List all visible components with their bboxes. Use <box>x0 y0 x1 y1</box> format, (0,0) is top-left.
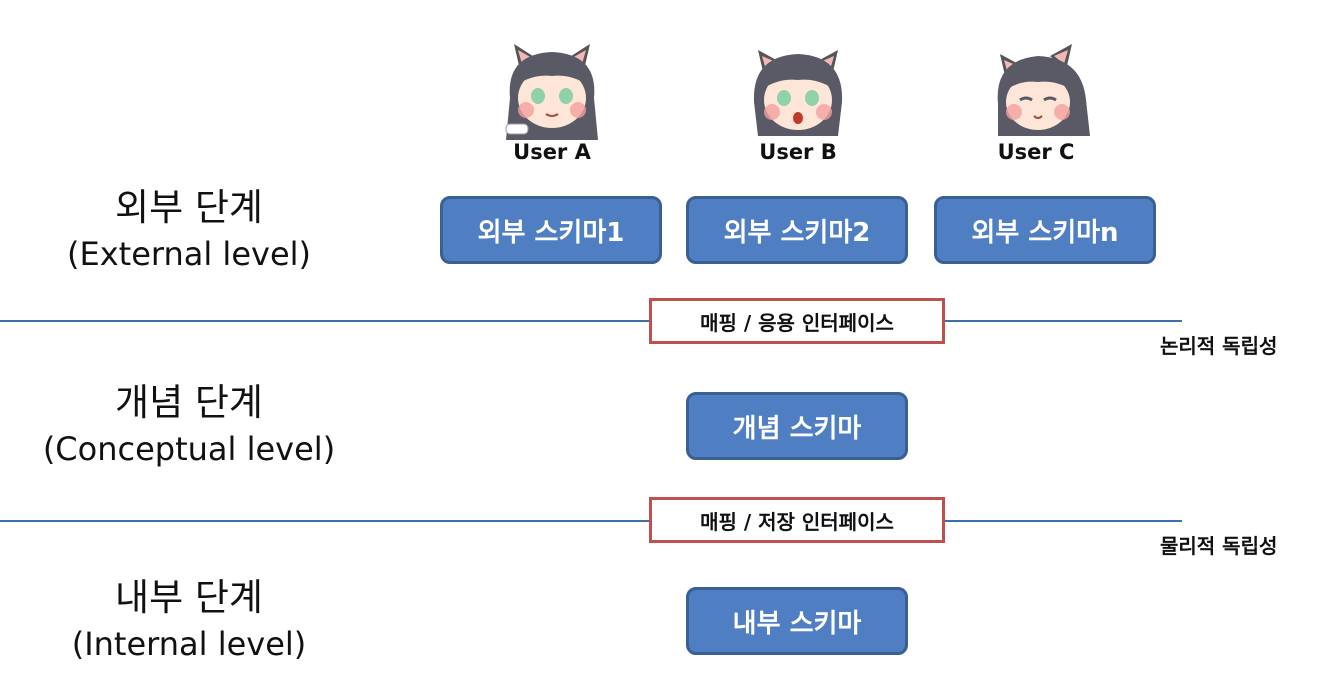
physical-divider <box>0 520 1182 522</box>
external-level-en: (External level) <box>67 235 311 273</box>
cat-girl-avatar-icon <box>753 50 843 136</box>
cat-girl-avatar-icon <box>505 44 598 140</box>
internal-level-ko: 내부 단계 <box>115 576 263 619</box>
logical-divider <box>0 320 1182 322</box>
logical-independence-label: 논리적 독립성 <box>1160 334 1278 358</box>
conceptual-level-en: (Conceptual level) <box>42 430 336 468</box>
conceptual-level-ko: 개념 단계 <box>115 381 263 424</box>
mapping-app-interface: 매핑 / 응용 인터페이스 <box>649 298 945 344</box>
external-schema-n: 외부 스키마n <box>934 196 1156 264</box>
user-b-label: User B <box>759 140 837 164</box>
internal-level-en: (Internal level) <box>71 625 307 663</box>
external-schema-2: 외부 스키마2 <box>686 196 908 264</box>
user-a: User A <box>462 40 642 164</box>
cat-girl-avatar-icon <box>997 44 1090 136</box>
internal-schema: 내부 스키마 <box>686 587 908 655</box>
user-a-label: User A <box>513 140 591 164</box>
internal-level-label: 내부 단계 (Internal level) <box>0 575 378 667</box>
external-level-label: 외부 단계 (External level) <box>0 185 378 277</box>
user-c: User C <box>946 40 1126 164</box>
physical-independence-label: 물리적 독립성 <box>1160 534 1278 558</box>
external-level-ko: 외부 단계 <box>115 186 263 229</box>
user-b: User B <box>708 40 888 164</box>
conceptual-schema: 개념 스키마 <box>686 392 908 460</box>
conceptual-level-label: 개념 단계 (Conceptual level) <box>0 380 378 472</box>
mapping-storage-interface: 매핑 / 저장 인터페이스 <box>649 497 945 543</box>
user-c-label: User C <box>997 140 1075 164</box>
external-schema-1: 외부 스키마1 <box>440 196 662 264</box>
